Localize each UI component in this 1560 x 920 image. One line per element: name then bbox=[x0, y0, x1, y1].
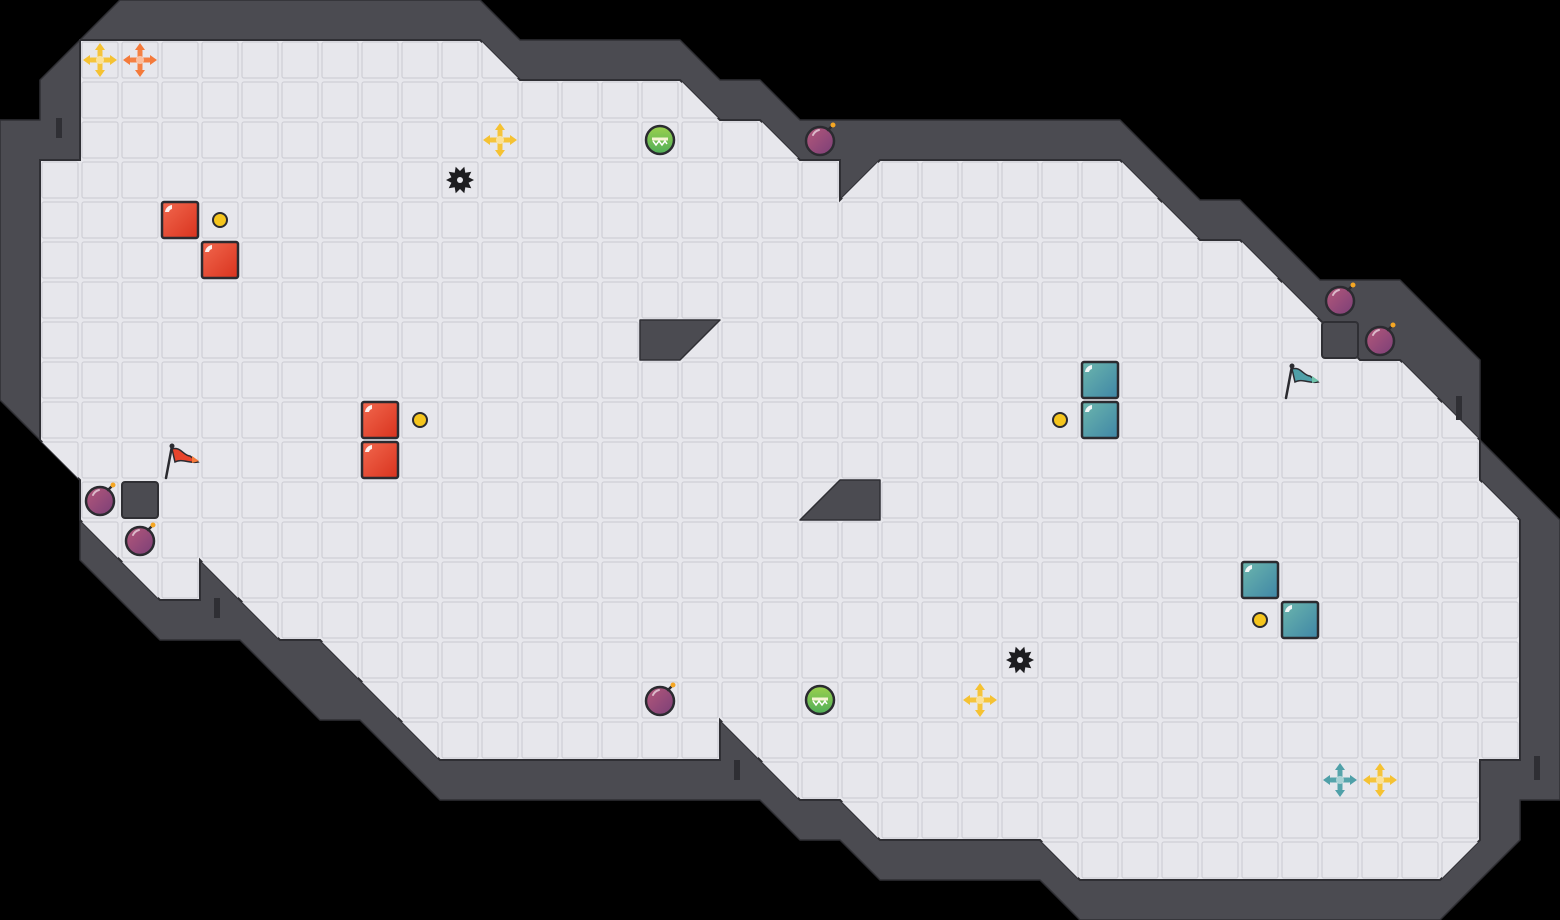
red-block-icon bbox=[160, 200, 200, 240]
red-block-icon bbox=[360, 400, 400, 440]
bomb-icon bbox=[84, 482, 116, 517]
green-orb-icon bbox=[804, 684, 836, 716]
yellow-move-powerup-icon bbox=[83, 43, 117, 77]
teal-block-icon bbox=[1080, 400, 1120, 440]
red-flag-icon bbox=[164, 443, 200, 480]
coin-icon bbox=[412, 412, 428, 428]
objects bbox=[83, 43, 1397, 797]
bomb-icon bbox=[804, 122, 836, 157]
yellow-move-powerup-icon bbox=[963, 683, 997, 717]
red-block-icon bbox=[200, 240, 240, 280]
teal-block-icon bbox=[1080, 360, 1120, 400]
wall-block bbox=[1321, 321, 1359, 359]
bomb-icon bbox=[124, 522, 156, 557]
teal-flag-icon bbox=[1284, 363, 1320, 400]
teal-move-powerup-icon bbox=[1323, 763, 1357, 797]
red-block-icon bbox=[360, 440, 400, 480]
coin-icon bbox=[1252, 612, 1268, 628]
bomb-icon bbox=[644, 682, 676, 717]
spike-mine-icon bbox=[446, 166, 474, 194]
left-ramp bbox=[639, 319, 721, 361]
teal-block-icon bbox=[1240, 560, 1280, 600]
yellow-move-powerup-icon bbox=[1363, 763, 1397, 797]
coin-icon bbox=[212, 212, 228, 228]
spike-mine-icon bbox=[1006, 646, 1034, 674]
right-ramp bbox=[799, 479, 881, 521]
bomb-icon bbox=[1324, 282, 1356, 317]
bomb-icon bbox=[1364, 322, 1396, 357]
yellow-move-powerup-icon bbox=[483, 123, 517, 157]
wall-block bbox=[121, 481, 159, 519]
green-orb-icon bbox=[644, 124, 676, 156]
coin-icon bbox=[1052, 412, 1068, 428]
orange-move-powerup-icon bbox=[123, 43, 157, 77]
teal-block-icon bbox=[1280, 600, 1320, 640]
